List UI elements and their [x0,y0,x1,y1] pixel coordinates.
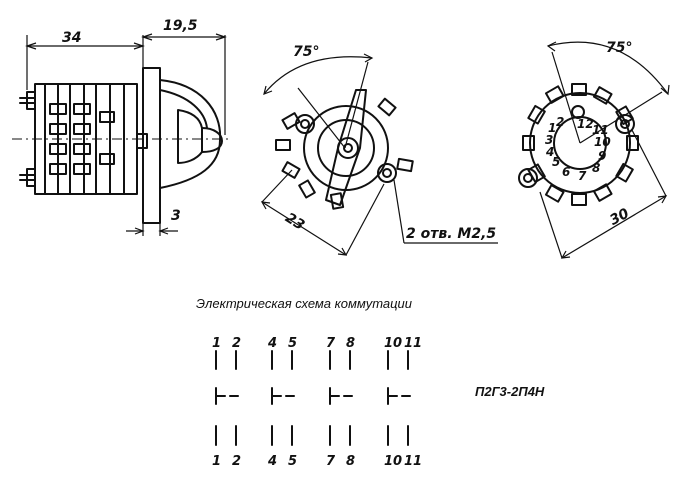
contact-number: 12 [577,117,594,131]
rear-width-label: 30 [607,205,632,228]
dimension-19-5: 19,5 [141,18,227,41]
mount-hole-right [377,163,397,183]
contact-number: 8 [592,161,600,175]
contact-number: 3 [545,133,553,147]
contact-label: 1 [212,336,221,351]
contact-label: 7 [326,336,336,351]
contact-label: 2 [232,336,241,351]
stud-bottom [19,168,36,187]
front-angle-label: 75° [293,44,319,60]
front-width-label: 23 [282,210,307,234]
mounting-plate [142,67,161,224]
contact-label: 8 [346,336,355,351]
dimension-23: 23 [260,201,348,256]
contact-number: 2 [556,115,564,129]
contact-label: 11 [404,454,422,469]
angle-arc [263,56,373,95]
contact-label: 11 [404,336,422,351]
contact-label: 8 [346,454,355,469]
contact-number: 7 [578,169,587,183]
contact-label: 4 [267,336,277,351]
front-view: 75° 23 [260,44,498,256]
contact-numbers: 1 2 3 4 5 6 7 8 9 10 11 12 [545,115,611,183]
contact-number: 11 [592,123,609,137]
contact-label: 10 [384,454,402,469]
contact-number: 5 [552,155,560,169]
rear-view: 75° 1 2 3 4 [518,40,670,259]
dimension-34: 34 [25,30,145,50]
stud-top [19,91,36,110]
side-view: 34 19,5 [12,18,232,236]
mount-hole-left [295,114,315,134]
rear-angle-arc [547,41,669,95]
dim-3-label: 3 [171,208,181,224]
rear-mount-hole-right [615,114,635,134]
contact-label: 2 [232,454,241,469]
rear-lugs [522,83,639,206]
model-label: П2Г3-2П4Н [475,384,545,399]
contact-label: 10 [384,336,402,351]
dim-19-5-label: 19,5 [163,18,198,34]
contact-label: 5 [288,336,297,351]
contact-label: 4 [267,454,277,469]
scheme-title: Электрическая схема коммутации [196,296,413,311]
hole-callout: 2 отв. М2,5 [393,179,498,244]
contact-label: 1 [212,454,221,469]
contact-number: 1 [548,121,556,135]
dim-34-label: 34 [62,30,81,46]
dimension-3: 3 [126,208,181,235]
hole-note-label: 2 отв. М2,5 [406,226,496,242]
rear-mount-hole-left [518,168,538,188]
rear-angle-label: 75° [606,40,632,56]
contact-number: 10 [594,135,611,149]
contact-number: 4 [545,145,554,159]
contact-label: 5 [288,454,297,469]
knob-dome [159,79,222,189]
contact-number: 6 [562,165,570,179]
contact-number: 9 [598,149,606,163]
contact-label: 7 [326,454,336,469]
front-housing [303,105,389,191]
